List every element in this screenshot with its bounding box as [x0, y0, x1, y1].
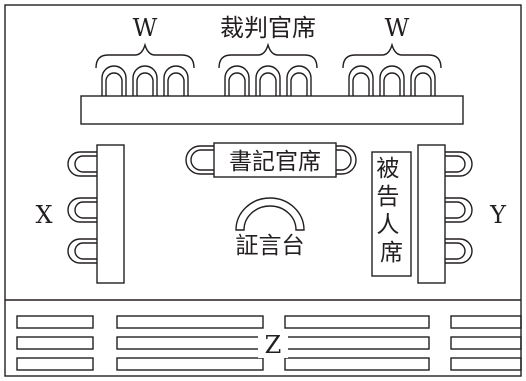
- y-label: Y: [489, 201, 507, 229]
- judges-seat-label: 裁判官席: [220, 14, 316, 42]
- chair-inner: [290, 72, 308, 100]
- x-label: X: [35, 201, 52, 229]
- chair: [410, 65, 436, 100]
- chair-inner: [352, 72, 370, 100]
- clerk-chair-right: [336, 145, 357, 175]
- bench-seat: [284, 357, 430, 371]
- defendant-char-2: 告: [376, 184, 399, 210]
- bench-seat: [450, 357, 522, 371]
- chair-inner: [440, 242, 466, 260]
- bench-seat: [116, 315, 264, 329]
- chair: [379, 65, 405, 100]
- x-table: [96, 144, 125, 284]
- defendant-char-3: 人: [376, 212, 399, 238]
- defendant-char-1: 被: [376, 156, 399, 182]
- defendant-seat-box: [371, 151, 412, 277]
- chair: [348, 65, 374, 100]
- chair-inner: [383, 72, 401, 100]
- clerk-chair-left-inner: [190, 149, 214, 171]
- y-chairs: [440, 151, 473, 264]
- judges-bench: [80, 95, 464, 125]
- bench-seat: [284, 315, 430, 329]
- chair-inner: [259, 72, 277, 100]
- room-outline: [4, 4, 522, 377]
- bench-seat: [16, 315, 94, 329]
- clerk-chair-left: [185, 145, 214, 175]
- clerk-chair-right-inner: [336, 149, 352, 171]
- chair-inner: [74, 242, 100, 260]
- w-right-label: W: [385, 14, 410, 42]
- defendant-seat-label: 被 告 人 席: [376, 156, 406, 266]
- chair: [67, 151, 100, 177]
- chair-inner: [167, 72, 185, 100]
- bench-seat: [116, 357, 264, 371]
- chair-inner: [414, 72, 432, 100]
- chair: [224, 65, 250, 100]
- chair: [67, 197, 100, 223]
- y-table: [417, 144, 446, 284]
- w-left-label: W: [133, 14, 158, 42]
- chair-inner: [74, 201, 100, 219]
- chair: [132, 65, 158, 100]
- z-label: Z: [265, 331, 282, 359]
- chair-inner: [228, 72, 246, 100]
- witness-stand-label: 証言台: [236, 233, 305, 259]
- chair: [67, 238, 100, 264]
- chair-inner: [105, 72, 123, 100]
- chair: [101, 65, 127, 100]
- chair: [255, 65, 281, 100]
- x-chairs: [67, 151, 100, 264]
- z-label-bg: [258, 334, 288, 358]
- chair-inner: [74, 155, 100, 173]
- brace-center: [218, 42, 318, 69]
- clerk-seat-box: [213, 142, 337, 178]
- witness-stand-arc: [235, 197, 305, 231]
- chair: [440, 238, 473, 264]
- brace-right: [342, 42, 442, 69]
- bench-seat: [16, 357, 94, 371]
- bench-seat: [116, 336, 264, 350]
- bench-seat: [450, 336, 522, 350]
- chair-inner: [440, 155, 466, 173]
- chair: [163, 65, 189, 100]
- chair-inner: [136, 72, 154, 100]
- bench-seat: [284, 336, 430, 350]
- chair: [286, 65, 312, 100]
- chair-inner: [440, 201, 466, 219]
- defendant-char-4: 席: [380, 240, 403, 266]
- chair: [440, 197, 473, 223]
- bench-seat: [450, 315, 522, 329]
- clerk-seat-label: 書記官席: [229, 149, 321, 175]
- brace-left: [95, 42, 195, 69]
- bench-chairs: [101, 65, 436, 100]
- bench-seat: [16, 336, 94, 350]
- chair: [440, 151, 473, 177]
